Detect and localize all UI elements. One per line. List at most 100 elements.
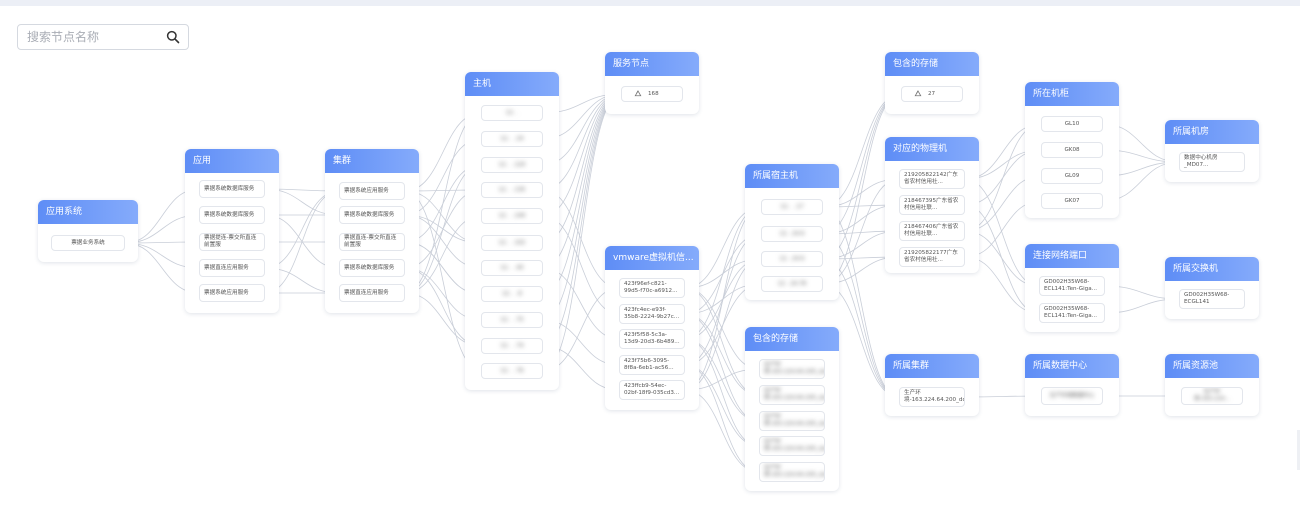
storage-vm-node[interactable]: 生产环境-163.224.64.205_datastor... <box>759 359 825 379</box>
app-node[interactable]: 票据提连-票交所直连前置服 <box>199 233 265 251</box>
group-title: 所属集群 <box>885 354 979 378</box>
switch-node[interactable]: GD002H35W68-ECGL141 <box>1179 289 1245 309</box>
phys-host-node[interactable]: 12. .24.6 <box>761 251 823 267</box>
app-node[interactable]: 票据直连应用服务 <box>199 259 265 277</box>
network-port-node[interactable]: GD002H35W68-ECL141:Ten-Giga... <box>1039 303 1105 323</box>
node-label: 423f75b6-3095-8f8a-6eb1-ac56... <box>624 358 674 371</box>
cluster2-node[interactable]: 生产环境-163.224.64.200_domain... <box>899 387 965 407</box>
cabinet-node[interactable]: GK08 <box>1041 142 1103 158</box>
search-box[interactable] <box>17 24 189 50</box>
cluster-node[interactable]: 票据系统应用服务 <box>339 182 405 200</box>
node-label: 423fc4ec-e93f-35b8-2224-9b27c... <box>624 307 680 320</box>
network-port-node[interactable]: GD002H35W68-ECL141:Ten-Giga... <box>1039 276 1105 296</box>
phys-host-node[interactable]: 12. .24.78 <box>761 276 823 292</box>
node-label: 12. .24.6 <box>779 255 805 262</box>
physical-machine-node[interactable]: 219205822177广东省农村信用社... <box>899 247 965 267</box>
node-label: GK08 <box>1064 146 1080 153</box>
app-node[interactable]: 票据系统数据库服务 <box>199 206 265 224</box>
node-label: 423f96ef-c821-99d5-f70c-a6912... <box>624 281 678 294</box>
node-label: 生产环境-163.224.64.200_domain... <box>904 390 964 403</box>
host-node[interactable]: 12. . .24 <box>481 131 543 147</box>
vm-node[interactable]: 423f5f58-5c3a-13d9-20d3-6b489... <box>619 329 685 349</box>
node-label: 12. . .24 <box>500 135 524 142</box>
room-node[interactable]: 数据中心机房_MD07... <box>1179 152 1245 172</box>
host-node[interactable]: 12. . .40 <box>481 260 543 276</box>
node-label: 数据中心机房_MD07... <box>1184 155 1218 168</box>
group-room: 所属机房 <box>1165 120 1259 182</box>
physical-machine-node[interactable]: 218467395广东省农村信用社联... <box>899 195 965 215</box>
node-label: GK07 <box>1064 197 1080 204</box>
phys-host-node[interactable]: 12. .24.6 <box>761 226 823 242</box>
host-node[interactable]: 12. . <box>481 105 543 121</box>
node-label: 12. . .17 <box>780 203 804 210</box>
group-title: 连接网络端口 <box>1025 244 1119 268</box>
group-title: 服务节点 <box>605 52 699 76</box>
node-label: 168 <box>648 90 659 97</box>
cluster-node[interactable]: 票据直连-票交所直连前置服 <box>339 233 405 251</box>
node-label: 票据提连-票交所直连前置服 <box>204 235 257 248</box>
cabinet-node[interactable]: GK07 <box>1041 193 1103 209</box>
host-node[interactable]: 12. . .74 <box>481 338 543 354</box>
cabinet-node[interactable]: GL10 <box>1041 116 1103 132</box>
node-label: 12. .24.78 <box>777 280 807 287</box>
node-label: 423f5f58-5c3a-13d9-20d3-6b489... <box>624 332 680 345</box>
host-node[interactable]: 12. . .102 <box>481 235 543 251</box>
node-label: 218467395广东省农村信用社联... <box>904 198 959 211</box>
node-label: 生产环境-163.224... <box>1193 389 1231 402</box>
node-label: 12. . .102 <box>498 239 526 246</box>
cabinet-node[interactable]: GL09 <box>1041 168 1103 184</box>
node-label: 票据系统应用服务 <box>204 289 249 296</box>
storage-top-node[interactable]: 27 <box>901 86 963 102</box>
app-node[interactable]: 票据系统应用服务 <box>199 284 265 302</box>
datacenter-node[interactable]: 生产环境数据中心 <box>1041 387 1103 405</box>
phys-host-node[interactable]: 12. . .17 <box>761 199 823 215</box>
cluster-node[interactable]: 票据直连应用服务 <box>339 284 405 302</box>
node-label: 票据直连-票交所直连前置服 <box>344 235 397 248</box>
host-node[interactable]: 12. . .76 <box>481 363 543 379</box>
node-label: 票据系统数据库服务 <box>204 185 255 192</box>
cluster-node[interactable]: 票据系统数据库服务 <box>339 206 405 224</box>
storage-vm-node[interactable]: 生产环境-163.224.64.205_datastor... <box>759 385 825 405</box>
node-label: 12. . .140 <box>498 212 526 219</box>
vm-node[interactable]: 423f96ef-c821-99d5-f70c-a6912... <box>619 278 685 298</box>
host-node[interactable]: 12. . .75 <box>481 312 543 328</box>
group-title: vmware虚拟机信... <box>605 246 699 270</box>
node-label: 12. . .40 <box>500 264 524 271</box>
node-label: 生产环境-163.224.64.205_datastor... <box>764 388 824 401</box>
node-label: GD002H35W68-ECL141:Ten-Giga... <box>1044 279 1097 292</box>
group-service-node: 服务节点 <box>605 52 699 114</box>
vm-node[interactable]: 423f75b6-3095-8f8a-6eb1-ac56... <box>619 355 685 375</box>
respool-node[interactable]: 生产环境-163.224... <box>1181 387 1243 405</box>
node-label: 票据系统数据库服务 <box>204 211 255 218</box>
node-label: GL10 <box>1064 120 1080 127</box>
node-label: 票据系统应用服务 <box>344 187 389 194</box>
group-switch: 所属交换机 <box>1165 257 1259 319</box>
app-system-node[interactable]: 票据业务系统 <box>51 235 125 251</box>
group-title: 包含的存储 <box>885 52 979 76</box>
storage-vm-node[interactable]: 生产环境-163.224.64.205_datastor... <box>759 462 825 482</box>
service-node-node[interactable]: 168 <box>621 86 683 102</box>
app-node[interactable]: 票据系统数据库服务 <box>199 180 265 198</box>
host-node[interactable]: 12. . .120 <box>481 157 543 173</box>
group-title: 包含的存储 <box>745 327 839 351</box>
host-node[interactable]: 12. . .135 <box>481 182 543 198</box>
node-label: 票据系统数据库服务 <box>344 211 395 218</box>
vm-node[interactable]: 423ffcb9-54ec-02bf-18f9-035cd3... <box>619 380 685 400</box>
node-label: 12. . .120 <box>498 161 526 168</box>
node-label: 27 <box>928 90 936 97</box>
node-label: GD002H35W68-ECGL141 <box>1184 292 1230 305</box>
cluster-node[interactable]: 票据系统数据库服务 <box>339 259 405 277</box>
search-input[interactable] <box>27 28 162 46</box>
physical-machine-node[interactable]: 219205822142广东省农村信用社... <box>899 169 965 189</box>
storage-vm-node[interactable]: 生产环境-163.224.64.205_datastor... <box>759 436 825 456</box>
node-label: 12. . .8 <box>502 290 522 297</box>
storage-vm-node[interactable]: 生产环境-163.224.64.205_datastor... <box>759 411 825 431</box>
group-app-system: 应用系统 <box>38 200 138 262</box>
host-node[interactable]: 12. . .140 <box>481 208 543 224</box>
vm-node[interactable]: 423fc4ec-e93f-35b8-2224-9b27c... <box>619 304 685 324</box>
physical-machine-node[interactable]: 218467406广东省农村信用社联... <box>899 221 965 241</box>
search-icon[interactable] <box>166 30 180 44</box>
host-node[interactable]: 12. . .8 <box>481 286 543 302</box>
node-label: 12. . .75 <box>500 316 524 323</box>
node-label: 票据业务系统 <box>71 239 105 246</box>
